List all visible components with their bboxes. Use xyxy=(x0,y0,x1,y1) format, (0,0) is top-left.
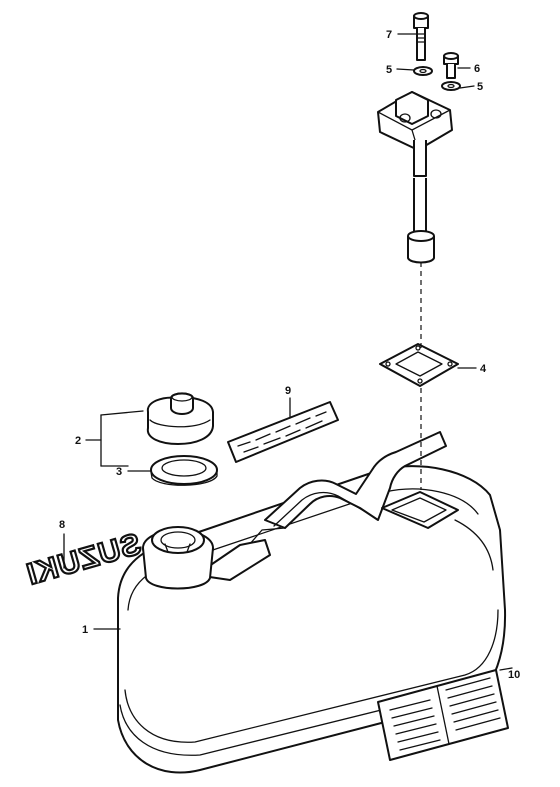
cap-gasket xyxy=(150,455,218,486)
flange-gasket xyxy=(379,343,459,387)
bolt-long xyxy=(413,12,429,61)
callout-10: 10 xyxy=(508,669,520,681)
callout-4: 4 xyxy=(480,363,487,375)
leader-lines xyxy=(63,33,513,671)
callout-8: 8 xyxy=(59,519,65,531)
callout-9: 9 xyxy=(285,385,291,397)
washer-left xyxy=(413,66,433,76)
callout-1: 1 xyxy=(82,624,88,636)
washer-right xyxy=(441,81,461,91)
callout-3: 3 xyxy=(116,466,122,478)
fuel-gauge-assembly xyxy=(377,91,453,264)
screw-short xyxy=(443,52,459,79)
fuel-cap xyxy=(146,392,214,445)
callout-6: 6 xyxy=(474,63,480,75)
callout-labels: 1 2 3 4 5 5 6 7 8 9 10 xyxy=(59,29,520,681)
instruction-label xyxy=(377,669,509,761)
callout-2: 2 xyxy=(75,435,81,447)
callout-5-right: 5 xyxy=(477,81,483,93)
callout-5-left: 5 xyxy=(386,64,392,76)
caution-decal xyxy=(227,401,339,463)
callout-7: 7 xyxy=(386,29,392,41)
